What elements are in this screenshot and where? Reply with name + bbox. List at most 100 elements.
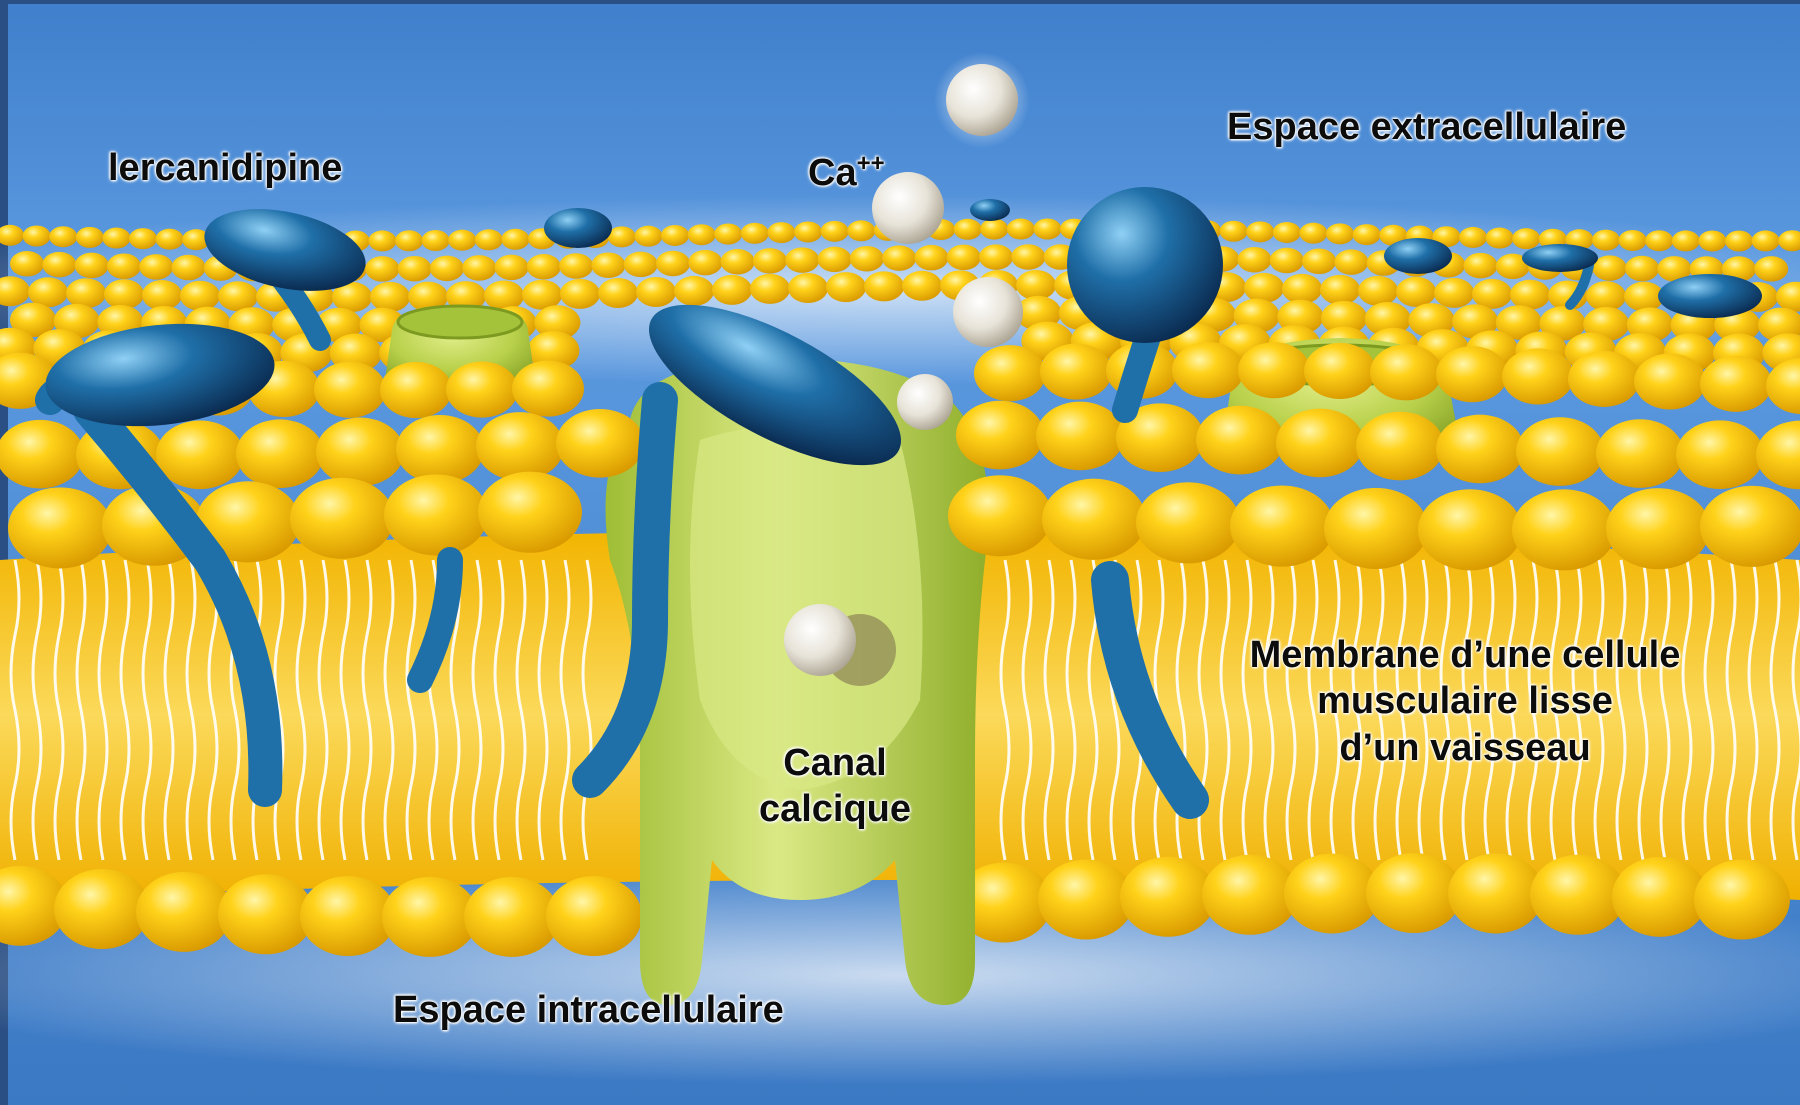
lipid-head (1007, 219, 1035, 240)
lipid-head (1645, 230, 1673, 251)
lipid-head (1436, 415, 1524, 484)
lipid-head (1512, 228, 1540, 249)
lipid-head (156, 420, 244, 489)
lipid-head (512, 361, 584, 417)
lipid-head (42, 252, 76, 278)
lipid-head (559, 253, 593, 279)
lipid-head (395, 230, 423, 251)
lipid-head (1202, 855, 1298, 935)
lipid-head (785, 247, 819, 273)
lipid-head (1299, 223, 1327, 244)
lipid-head (104, 279, 144, 309)
lipid-head (721, 249, 755, 275)
lipid-head (1324, 488, 1428, 569)
lipid-head (1230, 485, 1334, 566)
lipid-head (139, 254, 173, 280)
lipid-head (1358, 276, 1398, 306)
lipid-head (1196, 406, 1284, 475)
lipid-head (476, 412, 564, 481)
lipid-head (1464, 253, 1498, 279)
lipid-head (290, 478, 394, 559)
lipid-head (527, 254, 561, 280)
lipid-head (556, 409, 644, 478)
lipid-head (365, 256, 399, 282)
lipid-head (1672, 230, 1700, 251)
lipid-head (656, 251, 690, 277)
lipid-head (380, 362, 452, 418)
lipid-head (818, 247, 852, 273)
lipid-head (688, 224, 716, 245)
lipid-head (826, 272, 866, 302)
lipid-head (314, 362, 386, 418)
lipid-head (1625, 256, 1659, 282)
lipid-head (624, 252, 658, 278)
lipid-head (1596, 419, 1684, 488)
lipid-head (382, 877, 478, 957)
lipid-head (1624, 282, 1664, 312)
lipid-head (821, 221, 849, 242)
lipid-head (1700, 486, 1800, 567)
lipid-head (368, 230, 396, 251)
lipid-head (560, 279, 600, 309)
lipid-head (129, 228, 157, 249)
lipid-head (464, 877, 560, 957)
lipid-head (300, 876, 396, 956)
lipid-head (954, 219, 982, 240)
lipid-head (1396, 277, 1436, 307)
lipid-head (882, 245, 916, 271)
lipid-head (1530, 855, 1626, 935)
lipid-head (495, 255, 529, 281)
lipid-head (1612, 857, 1708, 937)
lipid-head (956, 401, 1044, 470)
intracellular-label: Espace intracellulaire (393, 987, 784, 1033)
lipid-head (1370, 344, 1442, 400)
lipid-head (0, 420, 84, 489)
lipid-head (850, 246, 884, 272)
lipid-head (1502, 348, 1574, 404)
lipid-head (54, 869, 150, 949)
lipid-head (1326, 223, 1354, 244)
lipid-head (172, 255, 206, 281)
calcium-ion-charge: ++ (857, 150, 885, 177)
lipid-head (1284, 853, 1380, 933)
lipid-head (1434, 278, 1474, 308)
lipid-head (1436, 346, 1508, 402)
lipid-head (661, 225, 689, 246)
lipid-head (847, 220, 875, 241)
lipid-head (947, 245, 981, 271)
drug-label: lercanidipine (108, 145, 342, 191)
membrane-label-line3: d’un vaisseau (1210, 725, 1720, 771)
lipid-head (1246, 221, 1274, 242)
lipid-head (1568, 351, 1640, 407)
lipid-head (1486, 228, 1514, 249)
lipid-head (1038, 859, 1134, 939)
lipid-head (1273, 222, 1301, 243)
lipid-head (384, 474, 488, 555)
lipid-head (107, 253, 141, 279)
lipid-head (396, 415, 484, 484)
channel-label-line2: calcique (735, 786, 935, 832)
lipid-head (1754, 256, 1788, 282)
lipid-head (1033, 219, 1061, 240)
lipid-head (546, 876, 642, 956)
lipid-head (1320, 275, 1360, 305)
lipid-head (422, 230, 450, 251)
lipid-head (1459, 227, 1487, 248)
membrane-label: Membrane d’une cellule musculaire lisse … (1210, 632, 1720, 771)
lipid-head (1353, 224, 1381, 245)
lipid-head (448, 230, 476, 251)
lipid-head (1011, 244, 1045, 270)
lipid-head (218, 281, 258, 311)
lipid-head (66, 278, 106, 308)
lipid-head (674, 276, 714, 306)
lipid-head (1334, 249, 1368, 275)
lipid-head (1676, 420, 1764, 489)
lipid-head (974, 345, 1046, 401)
lipid-head (1512, 489, 1616, 570)
lipid-head (1700, 356, 1772, 412)
lipid-head (1270, 248, 1304, 274)
lipid-head (1276, 409, 1364, 478)
lipid-head (49, 226, 77, 247)
lipid-head (1220, 221, 1248, 242)
